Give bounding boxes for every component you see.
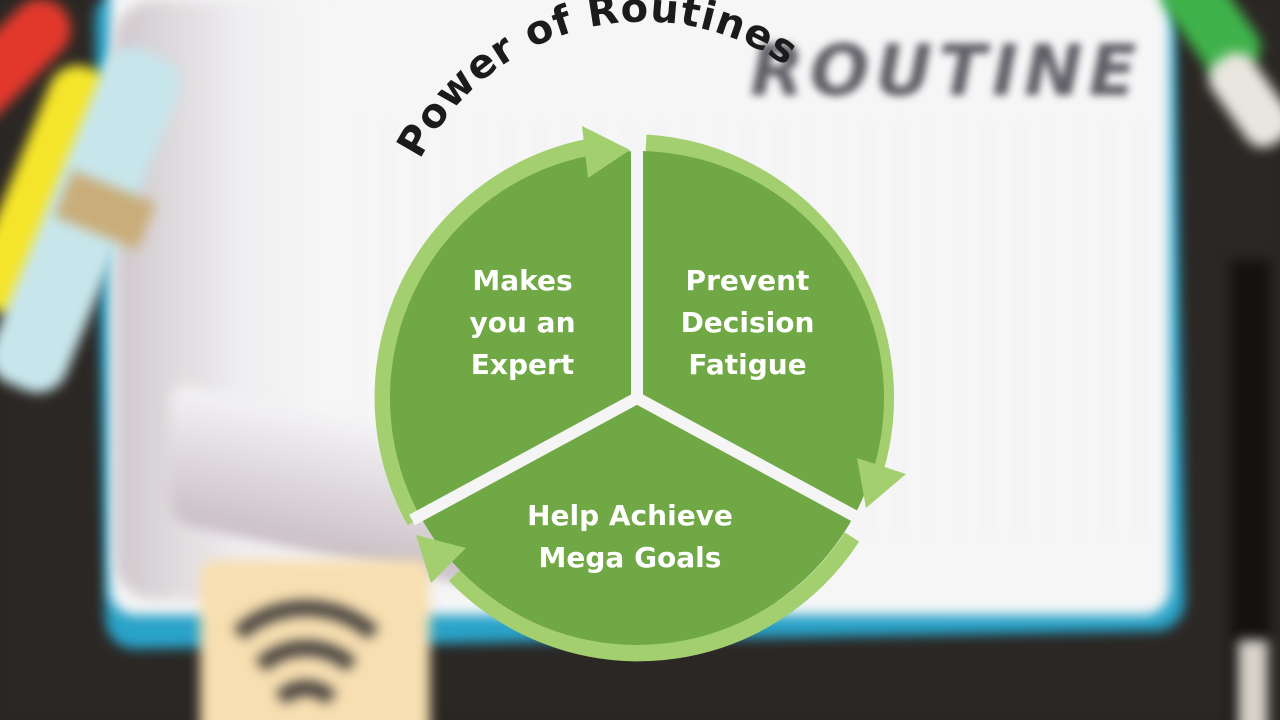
- label-line: Decision: [680, 306, 815, 339]
- segment-label-goals: Help Achieve Mega Goals: [500, 495, 760, 579]
- arrowhead-right-icon: [857, 458, 906, 508]
- cycle-ring: [374, 134, 894, 662]
- arrowhead-left-icon: [416, 535, 466, 583]
- ring-arc-left: [374, 138, 592, 526]
- dividers: [409, 135, 865, 526]
- label-line: Help Achieve: [527, 499, 733, 532]
- segment-label-expert: Makes you an Expert: [440, 260, 605, 386]
- segment-label-decision: Prevent Decision Fatigue: [660, 260, 835, 386]
- label-line: Prevent: [685, 264, 810, 297]
- divider-right: [634, 392, 865, 526]
- label-line: Expert: [470, 348, 575, 381]
- label-line: Makes: [472, 264, 573, 297]
- ring-arc-bottom: [448, 532, 860, 662]
- arrowheads: [416, 126, 906, 583]
- ring-arc-right: [645, 134, 894, 473]
- pen-cap: [1238, 640, 1268, 720]
- label-line: Mega Goals: [538, 541, 722, 574]
- notebook-word: ROUTINE: [750, 30, 1143, 112]
- label-line: you an: [469, 306, 576, 339]
- label-line: Fatigue: [688, 348, 807, 381]
- arrowhead-top-icon: [582, 126, 630, 178]
- divider-left: [409, 392, 640, 526]
